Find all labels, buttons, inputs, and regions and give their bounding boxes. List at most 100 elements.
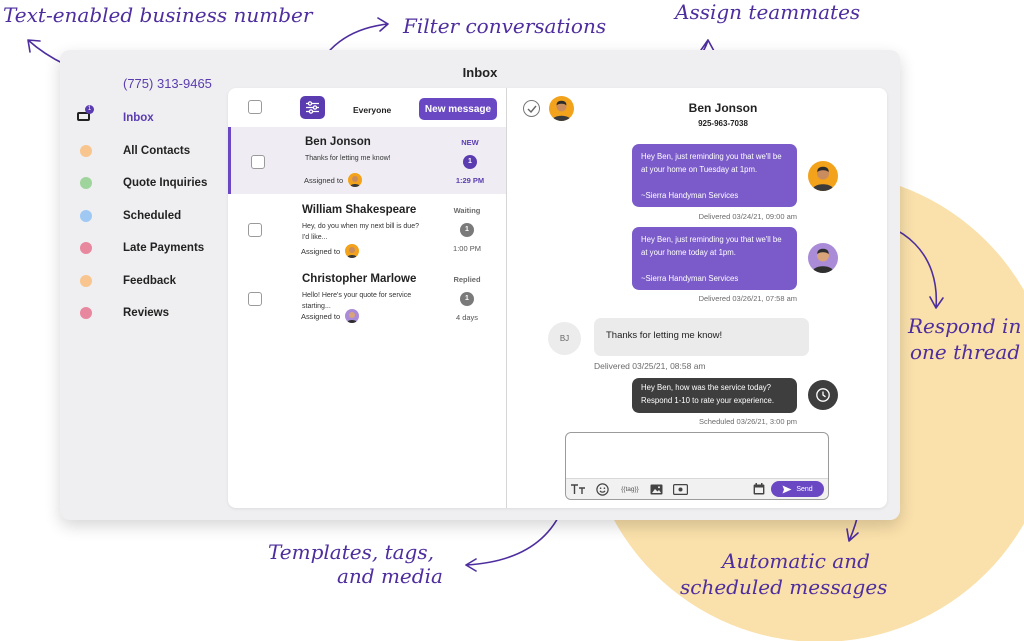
- check-icon: [527, 105, 537, 113]
- clock-icon: [808, 380, 838, 410]
- color-dot-icon: [80, 242, 92, 255]
- conversation-item[interactable]: William Shakespeare Hey, do you when my …: [228, 195, 506, 262]
- sender-avatar: [808, 161, 838, 191]
- conversation-name: Ben Jonson: [305, 136, 371, 148]
- sidebar-item-label: Feedback: [123, 274, 177, 287]
- annotation-respond-line2: one thread: [910, 340, 1021, 364]
- message-signature: ~Sierra Handyman Services: [641, 191, 739, 200]
- conversation-status: NEW: [461, 138, 479, 147]
- message-text: Hey Ben, how was the service today? Resp…: [641, 383, 775, 405]
- delivery-status: Delivered 03/25/21, 08:58 am: [594, 361, 706, 371]
- inbox-badge: 1: [85, 105, 94, 114]
- conversation-checkbox[interactable]: [248, 223, 262, 237]
- conversation-preview: Hey, do you when my next bill is due? I'…: [302, 223, 419, 241]
- unread-count-badge: 1: [460, 292, 474, 306]
- filter-button[interactable]: [300, 96, 325, 119]
- composer-toolbar: {{tag}} Send: [566, 478, 828, 499]
- new-message-button[interactable]: New message: [419, 98, 497, 120]
- assigned-label: Assigned to: [301, 246, 341, 256]
- business-phone-number: (775) 313-9465: [123, 76, 212, 91]
- message-text: Hey Ben, just reminding you that we'll b…: [641, 152, 782, 174]
- page-title: Inbox: [462, 65, 498, 80]
- color-dot-icon: [80, 144, 92, 157]
- message-signature: ~Sierra Handyman Services: [641, 274, 739, 283]
- assignee-avatar[interactable]: [345, 309, 360, 323]
- emoji-icon[interactable]: [595, 482, 610, 496]
- image-icon[interactable]: [649, 482, 663, 496]
- conversation-time: 4 days: [455, 313, 479, 322]
- color-dot-icon: [80, 307, 92, 320]
- conversation-preview: Hello! Here's your quote for service sta…: [302, 292, 412, 310]
- sidebar-item-all-contacts[interactable]: All Contacts: [74, 135, 224, 168]
- sidebar-item-label: Late Payments: [123, 242, 205, 255]
- sidebar-item-feedback[interactable]: Feedback: [74, 265, 224, 298]
- incoming-message: Thanks for letting me know!: [594, 318, 809, 356]
- assign-teammate-avatar[interactable]: [549, 96, 574, 121]
- sidebar: 1 Inbox All Contacts Quote Inquiries Sch…: [74, 102, 224, 330]
- annotation-business-number: Text-enabled business number: [3, 3, 313, 27]
- color-dot-icon: [80, 274, 92, 287]
- color-dot-icon: [80, 209, 92, 222]
- contact-initials-avatar: BJ: [548, 322, 581, 355]
- annotation-automatic-line1: Automatic and: [722, 549, 870, 573]
- send-label: Send: [796, 485, 813, 493]
- message-text: Thanks for letting me know!: [606, 330, 723, 341]
- conversation-name: William Shakespeare: [302, 204, 417, 216]
- send-button[interactable]: Send: [771, 481, 824, 497]
- mark-resolved-button[interactable]: [523, 100, 540, 117]
- outgoing-message: Hey Ben, just reminding you that we'll b…: [632, 227, 797, 290]
- tag-icon[interactable]: {{tag}}: [621, 485, 639, 493]
- conversation-item[interactable]: Christopher Marlowe Hello! Here's your q…: [228, 264, 506, 331]
- sidebar-item-reviews[interactable]: Reviews: [74, 297, 224, 330]
- unread-count-badge: 1: [463, 155, 477, 169]
- assigned-row: Assigned to: [301, 309, 360, 323]
- conversation-status: Waiting: [453, 206, 481, 215]
- text-format-icon[interactable]: [570, 482, 586, 496]
- select-all-checkbox[interactable]: [248, 100, 262, 114]
- contact-name: Ben Jonson: [688, 101, 758, 115]
- assigned-label: Assigned to: [301, 311, 341, 321]
- color-dot-icon: [80, 177, 92, 190]
- assignee-avatar[interactable]: [348, 173, 363, 187]
- conversation-item[interactable]: Ben Jonson Thanks for letting me know! A…: [228, 127, 506, 194]
- send-icon: [782, 485, 792, 493]
- calendar-icon[interactable]: [752, 482, 766, 496]
- assigned-row: Assigned to: [304, 173, 363, 187]
- sidebar-item-quote-inquiries[interactable]: Quote Inquiries: [74, 167, 224, 200]
- delivery-status: Delivered 03/24/21, 09:00 am: [698, 212, 797, 221]
- inbox-panel: Everyone New message Ben Jonson Thanks f…: [228, 88, 887, 508]
- media-icon[interactable]: [672, 482, 688, 496]
- message-text: Hey Ben, just reminding you that we'll b…: [641, 235, 782, 257]
- conversation-status: Replied: [453, 275, 481, 284]
- sidebar-item-scheduled[interactable]: Scheduled: [74, 200, 224, 233]
- annotation-templates-line2: and media: [337, 564, 443, 588]
- conversation-preview: Thanks for letting me know!: [305, 155, 391, 162]
- sidebar-item-label: Reviews: [123, 307, 170, 320]
- sidebar-item-inbox[interactable]: 1 Inbox: [74, 102, 224, 135]
- sliders-icon: [306, 101, 319, 114]
- sidebar-item-label: Quote Inquiries: [123, 177, 208, 190]
- sidebar-item-label: Scheduled: [123, 209, 182, 222]
- conversation-time: 1:00 PM: [453, 244, 481, 253]
- sidebar-item-label: All Contacts: [123, 144, 191, 157]
- conversation-checkbox[interactable]: [251, 155, 265, 169]
- sender-avatar: [808, 243, 838, 273]
- filter-label[interactable]: Everyone: [353, 105, 392, 115]
- sidebar-item-late-payments[interactable]: Late Payments: [74, 232, 224, 265]
- annotation-automatic-line2: scheduled messages: [680, 575, 888, 599]
- conversation-checkbox[interactable]: [248, 292, 262, 306]
- unread-count-badge: 1: [460, 223, 474, 237]
- conversation-time: 1:29 PM: [455, 176, 485, 185]
- app-window: Inbox (775) 313-9465 1 Inbox All Contact…: [60, 50, 900, 520]
- annotation-templates-line1: Templates, tags,: [268, 540, 434, 564]
- assigned-row: Assigned to: [301, 244, 360, 258]
- message-composer[interactable]: {{tag}} Send: [565, 432, 829, 500]
- scheduled-message: Hey Ben, how was the service today? Resp…: [632, 378, 797, 413]
- panel-divider: [506, 88, 507, 508]
- contact-phone: 925-963-7038: [698, 119, 748, 128]
- delivery-status: Delivered 03/26/21, 07:58 am: [698, 294, 797, 303]
- assigned-label: Assigned to: [304, 175, 344, 185]
- sidebar-item-label: Inbox: [123, 112, 154, 125]
- assignee-avatar[interactable]: [345, 244, 360, 258]
- outgoing-message: Hey Ben, just reminding you that we'll b…: [632, 144, 797, 207]
